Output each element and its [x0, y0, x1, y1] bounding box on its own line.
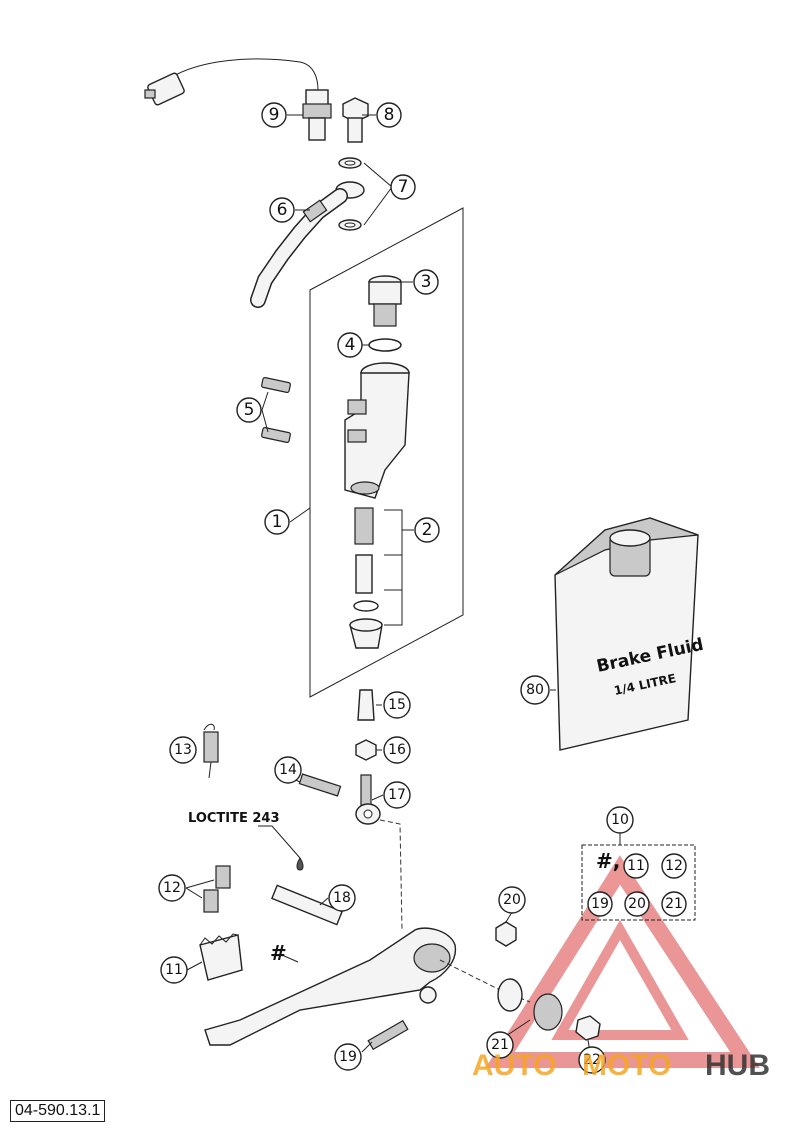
brake-pedal-tip [199, 933, 243, 981]
watermark-text: AUTO MOTO HUB [472, 1049, 770, 1082]
svg-text:22: 22 [583, 1052, 601, 1068]
svg-text:16: 16 [388, 742, 406, 758]
svg-text:4: 4 [345, 335, 356, 355]
callout-1: 1 [264, 509, 290, 535]
svg-text:10: 10 [611, 812, 629, 828]
svg-text:21: 21 [491, 1037, 509, 1053]
callout-8: 8 [376, 102, 402, 128]
loctite-label: LOCTITE 243 [188, 811, 280, 826]
svg-text:20: 20 [628, 896, 646, 912]
callout-18: 18 [328, 884, 356, 912]
svg-text:21: 21 [665, 896, 683, 912]
pivot-bolt [298, 773, 342, 797]
svg-text:18: 18 [333, 890, 351, 906]
svg-text:9: 9 [269, 105, 280, 125]
svg-text:17: 17 [388, 787, 406, 803]
return-spring [203, 723, 219, 779]
svg-text:6: 6 [277, 200, 288, 220]
callout-21: 21 [486, 1031, 514, 1059]
footpeg-screws [203, 865, 231, 913]
brake-light-switch [144, 58, 332, 141]
kit-item-20: 20 [624, 891, 650, 917]
svg-text:2: 2 [422, 520, 433, 540]
kit-item-19: 19 [587, 891, 613, 917]
svg-text:19: 19 [591, 896, 609, 912]
svg-text:14: 14 [279, 762, 297, 778]
kit-hash: #, [596, 849, 620, 873]
end-nut [575, 1015, 601, 1041]
kit-item-11: 11 [623, 853, 649, 879]
callout-11: 11 [160, 956, 188, 984]
reservoir-cap [368, 275, 402, 327]
lever-hash-mark: # [270, 941, 287, 965]
callout-14: 14 [274, 756, 302, 784]
svg-text:11: 11 [165, 962, 183, 978]
svg-text:19: 19 [339, 1049, 357, 1065]
callout-20: 20 [498, 886, 526, 914]
svg-text:3: 3 [421, 272, 432, 292]
svg-text:12: 12 [665, 858, 683, 874]
callout-16: 16 [383, 736, 411, 764]
mounting-screws [261, 376, 291, 444]
callout-6: 6 [269, 197, 295, 223]
bearing [497, 978, 563, 1031]
nut [495, 921, 517, 947]
banjo-bolt [342, 97, 369, 143]
svg-text:13: 13 [174, 742, 192, 758]
watermark-logo [485, 855, 760, 1068]
svg-text:AUTO: AUTO [472, 1049, 556, 1082]
svg-text:HUB: HUB [705, 1049, 770, 1082]
svg-text:5: 5 [244, 400, 255, 420]
callout-13: 13 [169, 736, 197, 764]
svg-text:8: 8 [384, 105, 395, 125]
sealing-washers [338, 157, 362, 231]
brake-lever [204, 927, 457, 1046]
callout-9: 9 [261, 102, 287, 128]
callout-17: 17 [383, 781, 411, 809]
lower-bolt [367, 1019, 409, 1051]
svg-text:1: 1 [272, 512, 283, 532]
svg-text:11: 11 [627, 858, 645, 874]
callout-5: 5 [236, 397, 262, 423]
callout-12: 12 [158, 874, 186, 902]
svg-text:7: 7 [398, 177, 409, 197]
callout-22: 22 [578, 1046, 606, 1074]
catalog-number: 04-590.13.1 [10, 1100, 106, 1122]
master-cylinder-body [344, 362, 410, 499]
callout-80: 80 [520, 675, 550, 705]
svg-text:15: 15 [388, 697, 406, 713]
o-ring [368, 338, 402, 352]
callout-15: 15 [383, 691, 411, 719]
brake-fluid-bottle [554, 517, 699, 751]
svg-text:12: 12 [163, 880, 181, 896]
piston-kit [349, 507, 383, 649]
callout-7: 7 [390, 174, 416, 200]
callout-4: 4 [337, 332, 363, 358]
svg-text:20: 20 [503, 892, 521, 908]
push-rod [355, 689, 381, 825]
kit-item-12: 12 [661, 853, 687, 879]
callout-3: 3 [413, 269, 439, 295]
svg-text:MOTO: MOTO [582, 1049, 671, 1082]
kit-item-21: 21 [661, 891, 687, 917]
lever-bolt [271, 884, 343, 926]
callout-19: 19 [334, 1043, 362, 1071]
kit-box [581, 844, 696, 921]
callout-2: 2 [414, 517, 440, 543]
brake-hose [250, 181, 365, 308]
callout-10: 10 [606, 806, 634, 834]
svg-text:80: 80 [526, 682, 544, 698]
loctite-drop-icon [296, 857, 304, 871]
